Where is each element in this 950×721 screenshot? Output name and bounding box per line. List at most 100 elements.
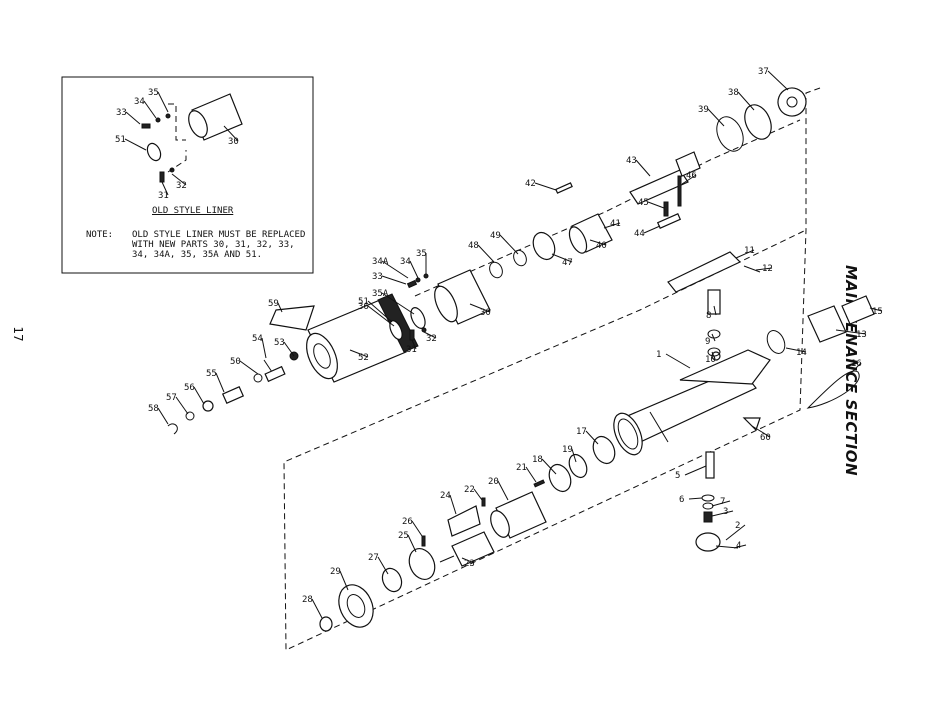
callout-leader-49 [477,244,495,263]
part-fitting-50 [264,365,286,383]
callout-leader-19 [497,480,509,501]
callout-leader-13 [785,347,807,353]
callout-leader-53 [349,349,369,358]
part-pin-21 [533,479,546,488]
inset-note: NOTE: OLD STYLE LINER MUST BE REPLACED W… [86,230,308,270]
part-clip-60 [742,417,761,432]
callout-leader-36 [381,292,415,315]
callout-leader-14 [869,307,883,312]
callout-leader-47 [681,174,697,185]
part-plunger-8 [707,289,721,315]
inset-caption: OLD STYLE LINER [152,206,234,216]
part-ring-48 [489,261,503,279]
callout-label: 16 [851,359,862,369]
callout-label: 30 [228,137,239,147]
callout-leader-30 [411,339,417,350]
callout-label: 21 [516,463,527,473]
callout-label: 34A [372,257,389,267]
callout-leader-5 [688,497,703,500]
inset-screw-31 [159,171,165,183]
inset-screw-33 [141,123,151,129]
callout-label: 23 [464,559,475,569]
callout-leader-67 [161,181,169,196]
callout-label: 28 [302,595,313,605]
callout-leader-12 [835,329,867,335]
part-ring-50b [253,373,263,383]
callout-leader-23 [449,494,457,515]
callout-leader-38 [767,70,789,91]
callout-leader-60 [277,302,283,313]
callout-leader-57 [193,386,205,405]
part-inlet-15 [841,295,875,325]
callout-label: 36 [358,302,369,312]
inset-liner-30 [188,93,243,141]
part-pin-46 [677,175,682,207]
part-pin-35 [423,273,429,279]
callout-label: 50 [230,357,241,367]
part-ring-17 [592,435,616,465]
part-throttle-lever [667,251,742,293]
callout-leader-21 [473,488,483,501]
inset-pin-35 [165,113,171,119]
assembly-outline [283,87,821,651]
part-cap-36 [777,87,807,117]
part-pin-32 [421,327,427,333]
callout-label: 18 [532,455,543,465]
callout-leader-56 [215,372,225,393]
part-housing-37 [744,104,772,140]
callout-label: 58 [148,404,159,414]
part-end-cap-29-inner [346,594,366,618]
callout-leader-64 [125,111,141,125]
callout-leader-45 [643,225,661,234]
part-screw-31 [409,329,415,341]
callout-label: 57 [166,393,177,403]
callout-leader-22 [461,557,475,564]
callout-label: 31 [406,345,417,355]
callout-label: 17 [576,427,587,437]
part-plate-25 [408,547,436,581]
part-pin-54 [263,359,273,373]
callout-label: 38 [728,88,739,98]
part-ring-35a [410,307,426,329]
part-spring-45 [663,201,669,217]
assembly-axis-upper [414,119,801,297]
callout-leader-59 [157,407,169,425]
callout-label: 13 [856,330,867,340]
callout-label: 3 [723,507,728,517]
note-text: OLD STYLE LINER MUST BE REPLACED WITH NE… [132,230,306,260]
callout-leader-61 [751,425,771,438]
part-cylinder-20-end [490,510,510,538]
callout-label: 7 [720,497,725,507]
callout-label: 32 [426,334,437,344]
part-bearing-27 [381,567,403,593]
part-valve-body [568,213,613,254]
part-end-cap-29 [338,584,374,628]
part-pin-12 [743,265,761,273]
part-bracket-44 [656,212,682,230]
callout-leader-33 [409,260,419,279]
part-stem-5 [705,451,715,479]
part-plate-18 [548,463,572,493]
callout-label: 31 [158,191,169,201]
callout-label: 35A [372,289,389,299]
callout-leader-46 [647,201,665,209]
callout-label: 9 [705,337,710,347]
callout-leader-62 [157,91,169,113]
part-rotor-23 [439,531,495,567]
callout-label: 44 [634,229,645,239]
callout-label: 40 [596,241,607,251]
callout-label: 33 [116,108,127,118]
callout-leader-48 [551,253,573,263]
callout-leader-50 [499,234,519,255]
part-ring-49 [513,249,527,267]
callout-label: 24 [440,491,451,501]
note-label: NOTE: [86,230,114,240]
callout-label: 22 [464,485,475,495]
callout-leader-41 [589,239,607,246]
callout-leader-6 [711,500,731,507]
callout-leader-65 [124,138,147,151]
callout-leader-42 [603,222,621,229]
